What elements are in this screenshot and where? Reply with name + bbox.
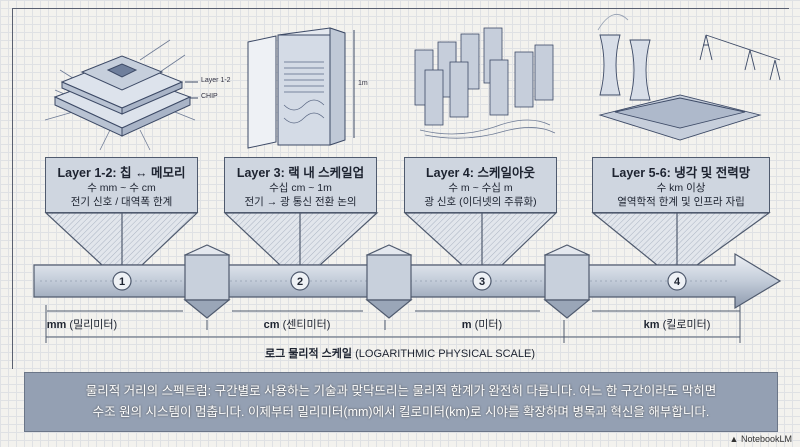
- layer-range: 수십 cm ~ 1m: [269, 182, 332, 194]
- rack-height-label: 1m: [358, 80, 368, 87]
- scale-label: 로그 물리적 스케일 (LOGARITHMIC PHYSICAL SCALE): [264, 348, 536, 360]
- layer-title: Layer 4: 스케일아웃: [426, 166, 535, 180]
- funnel-4: [591, 212, 771, 266]
- unit-label-m: m (미터): [461, 319, 503, 331]
- rack-illustration: [247, 27, 355, 149]
- power-plant-illustration: [597, 13, 781, 141]
- layer-box-1: Layer 1-2: 칩 ↔ 메모리 수 mm ~ 수 cm 전기 신호 / 대…: [45, 157, 198, 213]
- unit-label-cm: cm (센티미터): [263, 319, 331, 331]
- connectors: [183, 244, 591, 319]
- layer-title: Layer 5-6: 냉각 및 전력망: [611, 166, 751, 180]
- layer-box-2: Layer 3: 랙 내 스케일업 수십 cm ~ 1m 전기 → 광 통신 전…: [224, 157, 377, 213]
- layer-box-4: Layer 5-6: 냉각 및 전력망 수 km 이상 열역학적 한계 및 인프…: [592, 157, 770, 213]
- blueprint-frame: [12, 8, 789, 369]
- layer-title: Layer 3: 랙 내 스케일업: [236, 166, 365, 180]
- caption-line-1: 물리적 거리의 스펙트럼: 구간별로 사용하는 기술과 맞닥뜨리는 물리적 한계…: [85, 384, 717, 398]
- layer-note: 전기 → 광 통신 전환 논의: [244, 196, 357, 208]
- layer-title: Layer 1-2: 칩 ↔ 메모리: [57, 166, 186, 180]
- server-cluster-illustration: [414, 27, 556, 139]
- layer-box-3: Layer 4: 스케일아웃 수 m ~ 수십 m 광 신호 (이더넷의 주류화…: [404, 157, 557, 213]
- layer-range: 수 m ~ 수십 m: [448, 182, 513, 194]
- chip-illustration: [44, 39, 198, 151]
- layer-note: 열역학적 한계 및 인프라 자립: [617, 196, 745, 208]
- unit-label-km: km (킬로미터): [643, 319, 711, 331]
- chip-label: CHIP: [201, 93, 218, 100]
- funnel-3: [403, 212, 558, 266]
- caption-box: 물리적 거리의 스펙트럼: 구간별로 사용하는 기술과 맞닥뜨리는 물리적 한계…: [24, 372, 778, 432]
- funnel-2: [223, 212, 379, 266]
- layer-note: 광 신호 (이더넷의 주류화): [424, 196, 537, 208]
- unit-label-mm: mm (밀리미터): [46, 319, 118, 331]
- connector-cube-2: [365, 244, 413, 319]
- connector-cube-3: [543, 244, 591, 319]
- connector-cube-1: [183, 244, 231, 319]
- notebooklm-watermark: ▲ NotebookLM: [729, 434, 792, 444]
- layer-range: 수 mm ~ 수 cm: [87, 182, 156, 194]
- layer-range: 수 km 이상: [656, 182, 706, 194]
- caption-line-2: 수조 원의 시스템이 멈춥니다. 이제부터 밀리미터(mm)에서 킬로미터(km…: [92, 405, 710, 419]
- chip-layer-label: Layer 1-2: [201, 77, 231, 84]
- layer-note: 전기 신호 / 대역폭 한계: [70, 196, 173, 208]
